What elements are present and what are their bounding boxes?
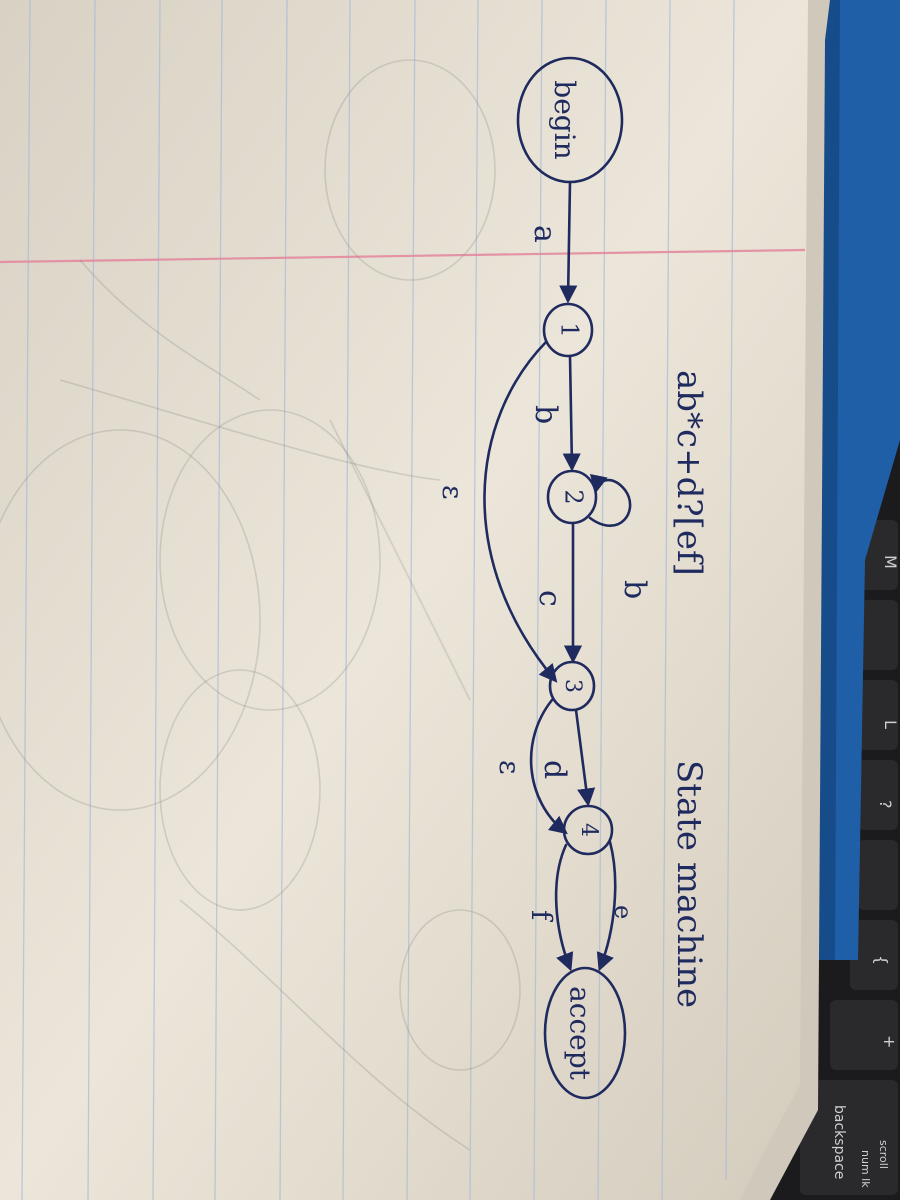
margin-line: [0, 248, 806, 264]
edge-1-3-epsilon: [483, 340, 558, 683]
edge-label-d: d: [537, 760, 572, 779]
key-backspace: backspace: [831, 1105, 847, 1179]
edge-label-e: e: [609, 905, 637, 919]
edge-label-f: f: [525, 910, 558, 923]
regex-expression: ab*c+d?[ef]: [669, 370, 709, 576]
state-1-label: 1: [556, 322, 584, 337]
diagram-title: State machine: [669, 760, 709, 1008]
key-brace: {: [872, 955, 891, 965]
edge-label-b: b: [528, 405, 563, 424]
state-accept: [543, 966, 627, 1100]
edge-3-4-epsilon: [529, 698, 568, 835]
edge-begin-1: [559, 180, 578, 304]
edge-label-loop-b: b: [617, 580, 652, 599]
ruled-lines: [21, 0, 735, 1200]
key-numlk: num lk: [859, 1150, 872, 1188]
state-1: [542, 302, 594, 358]
notebook-page: [0, 0, 808, 1200]
keyboard-keys: M L ? { + backspace num lk scroll: [800, 520, 900, 1195]
edge-label-a: a: [527, 225, 562, 243]
state-accept-label: accept: [564, 986, 597, 1081]
state-begin-label: begin: [548, 80, 581, 159]
key-scroll: scroll: [877, 1140, 890, 1169]
state-machine-diagram: begin 1 2 3 4 accept a b b c ε d ε e f a…: [436, 56, 709, 1100]
state-2-label: 2: [560, 489, 588, 504]
key-m: M: [881, 555, 900, 569]
bleed-through-sketch: [0, 59, 521, 1151]
edge-4-accept-f: [554, 843, 574, 972]
state-4-label: 4: [576, 823, 601, 837]
key-question: ?: [876, 800, 895, 809]
edge-label-c: c: [532, 590, 567, 607]
key-plus: +: [880, 1035, 899, 1048]
state-3-label: 3: [560, 679, 585, 693]
edge-1-2: [562, 354, 581, 472]
key-l: L: [881, 720, 900, 729]
edge-4-accept-e: [596, 840, 617, 972]
edge-3-4: [574, 708, 596, 807]
edge-label-epsilon-1: ε: [436, 485, 469, 500]
edge-2-loop: [588, 473, 632, 527]
edge-label-epsilon-2: ε: [493, 760, 526, 775]
